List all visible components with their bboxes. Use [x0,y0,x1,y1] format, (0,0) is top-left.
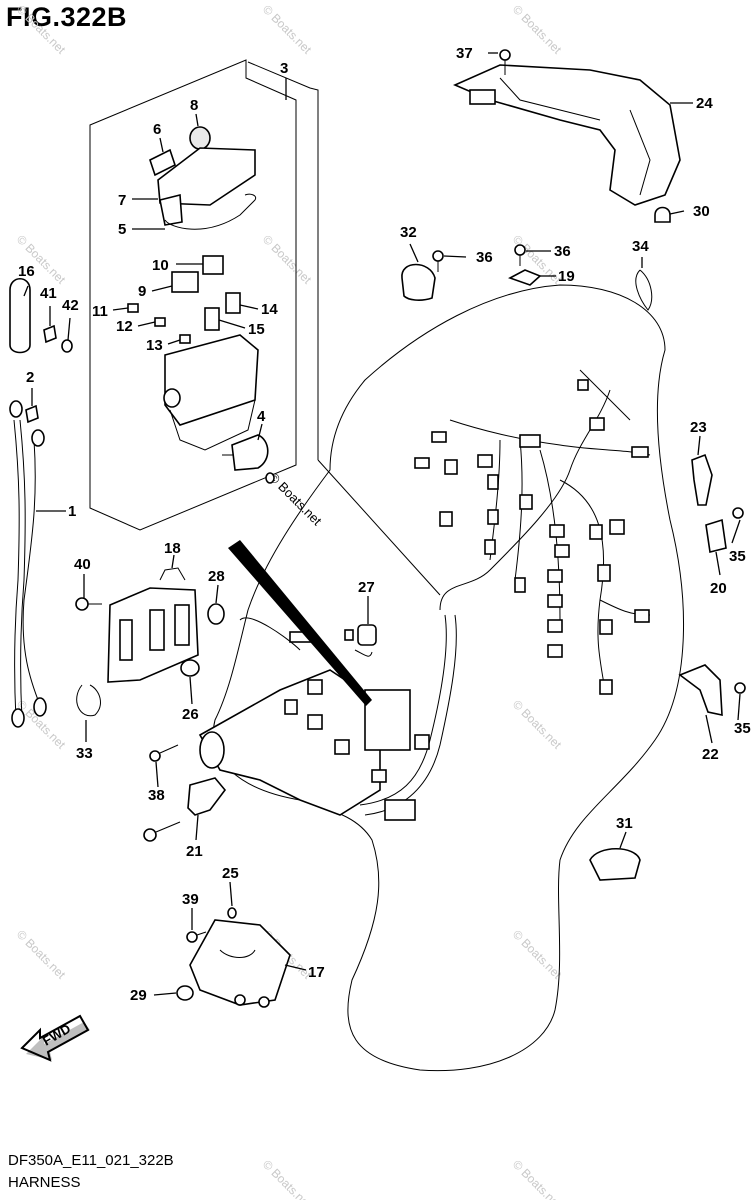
callout-27: 27 [358,579,375,596]
callout-11: 11 [92,303,108,320]
watermark: © Boats.net [510,697,565,752]
callout-7: 7 [118,192,126,209]
watermark: © Boats.net [510,927,565,982]
fuse-box-parts [127,126,275,484]
callout-33: 33 [76,745,93,762]
callout-35: 35 [734,720,751,737]
callout-9: 9 [138,283,146,300]
callout-38: 37 [456,45,473,62]
clamp-parts-top [401,244,653,311]
callout-23: 23 [690,419,707,436]
callout-8: 8 [190,97,198,114]
watermark: © Boats.net [260,1157,315,1200]
bottom-bracket-assembly [143,744,227,842]
callout-1: 1 [68,503,76,520]
callout-24: 24 [696,95,713,112]
watermark: © Boats.net [260,232,315,287]
watermark: © Boats.net [260,2,315,57]
callout-4: 4 [257,408,266,425]
callout-10: 10 [152,257,169,274]
callout-2: 2 [26,369,34,386]
leader-lines [23,52,741,996]
forward-direction-arrow: FWD [20,1014,90,1062]
callout-42: 41 [40,285,57,302]
callout-17: 17 [308,964,325,981]
callout-12: 12 [116,318,133,335]
callout-14: 14 [261,301,278,318]
fuse-box-assembly-bracket [89,59,441,596]
callout-39: 38 [148,787,165,804]
callout-18: 18 [164,540,181,557]
callout-41: 40 [74,556,91,573]
callout-37: 36 [476,249,493,266]
callout-31: 31 [616,815,633,832]
small-parts-left [9,277,73,424]
callout-15: 15 [248,321,265,338]
battery-cable [9,400,47,728]
mount-bracket-assembly [176,907,291,1008]
callout-21: 21 [186,843,203,860]
callout-6: 6 [153,121,161,138]
callout-28: 28 [208,568,225,585]
diagram-code: DF350A_E11_021_322B [8,1152,174,1169]
callout-3: 3 [280,60,288,77]
callout-16: 16 [18,263,35,280]
lower-harness-junction [198,617,430,821]
callout-13: 13 [146,337,163,354]
pointer-arrow [228,540,372,706]
callout-29: 29 [130,987,147,1004]
watermark: © Boats.net [14,927,69,982]
figure-title: FIG.322B [6,2,128,32]
callout-25: 25 [222,865,239,882]
callout-34: 34 [632,238,649,255]
callout-22: 22 [702,746,719,763]
callout-36-right: 35 [729,548,746,565]
watermark: © Boats.net [510,2,565,57]
callout-43: 42 [62,297,79,314]
callout-19: 19 [558,268,575,285]
watermark: © Boats.net [510,1157,565,1200]
callout-32: 32 [400,224,417,241]
diagram-caption: HARNESS [8,1174,81,1191]
callout-labels: 3 8 6 7 5 10 9 11 12 13 14 15 4 16 41 42… [18,45,751,1004]
callout-40: 39 [182,891,199,908]
callout-30: 30 [693,203,710,220]
callout-36-top: 36 [554,243,571,260]
callout-26: 26 [182,706,199,723]
callout-5: 5 [118,221,126,238]
ecm-bracket-assembly [75,567,377,717]
main-wire-harness [359,369,651,816]
callout-20: 20 [710,580,727,597]
upper-bracket-assembly [453,49,681,223]
watermark: © Boats.net [14,2,69,57]
right-side-brackets [589,453,746,881]
